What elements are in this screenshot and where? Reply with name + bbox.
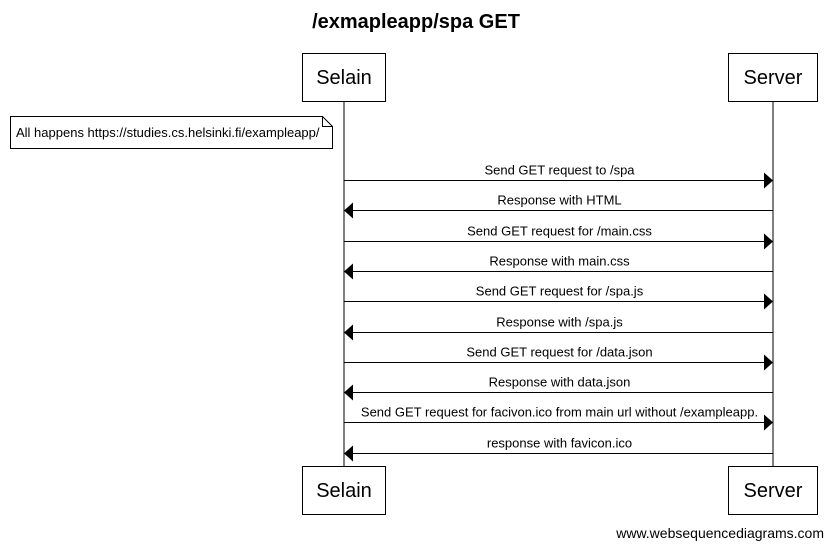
participant-label: Selain	[316, 480, 372, 502]
message-arrow: Send GET request for facivon.ico from ma…	[344, 405, 773, 431]
arrowhead-icon	[764, 172, 773, 189]
message-arrow: Response with main.css	[344, 254, 773, 280]
arrowhead-icon	[764, 293, 773, 310]
note-text: All happens https://studies.cs.helsinki.…	[16, 125, 320, 140]
message-label: Response with data.json	[489, 375, 631, 390]
message-arrow: Send GET request for /spa.js	[344, 284, 773, 310]
message-arrow: Send GET request for /main.css	[344, 224, 773, 250]
message-arrow: Response with data.json	[344, 375, 773, 401]
message-arrow: Send GET request for /data.json	[344, 345, 773, 371]
arrowhead-icon	[344, 445, 353, 462]
message-label: Send GET request for /data.json	[466, 345, 652, 360]
message-arrow: Response with /spa.js	[344, 315, 773, 341]
diagram-title: /exmapleapp/spa GET	[312, 11, 520, 33]
message-label: Send GET request for /main.css	[467, 224, 652, 239]
participant-server-bottom: Server	[728, 466, 818, 515]
arrowhead-icon	[344, 384, 353, 401]
arrowhead-icon	[344, 324, 353, 341]
message-arrow: Send GET request to /spa	[344, 163, 773, 189]
participant-label: Server	[744, 480, 803, 502]
participant-label: Server	[744, 67, 803, 89]
message-label: response with favicon.ico	[487, 436, 632, 451]
message-label: Send GET request to /spa	[484, 163, 635, 178]
message-label: Response with /spa.js	[496, 315, 623, 330]
arrowhead-icon	[344, 263, 353, 280]
message-label: Response with main.css	[489, 254, 630, 269]
participant-selain-top: Selain	[302, 53, 386, 102]
participant-label: Selain	[316, 67, 372, 89]
message-arrow: Response with HTML	[344, 193, 773, 219]
message-label: Send GET request for /spa.js	[476, 284, 644, 299]
arrowhead-icon	[764, 354, 773, 371]
arrowhead-icon	[344, 202, 353, 219]
note: All happens https://studies.cs.helsinki.…	[10, 116, 333, 149]
participant-selain-bottom: Selain	[302, 466, 386, 515]
arrowhead-icon	[764, 414, 773, 431]
watermark: www.websequencediagrams.com	[616, 525, 824, 541]
message-label: Send GET request for facivon.ico from ma…	[361, 405, 758, 420]
message-arrow: response with favicon.ico	[344, 436, 773, 462]
participant-server-top: Server	[728, 53, 818, 102]
message-label: Response with HTML	[497, 193, 621, 208]
arrowhead-icon	[764, 233, 773, 250]
